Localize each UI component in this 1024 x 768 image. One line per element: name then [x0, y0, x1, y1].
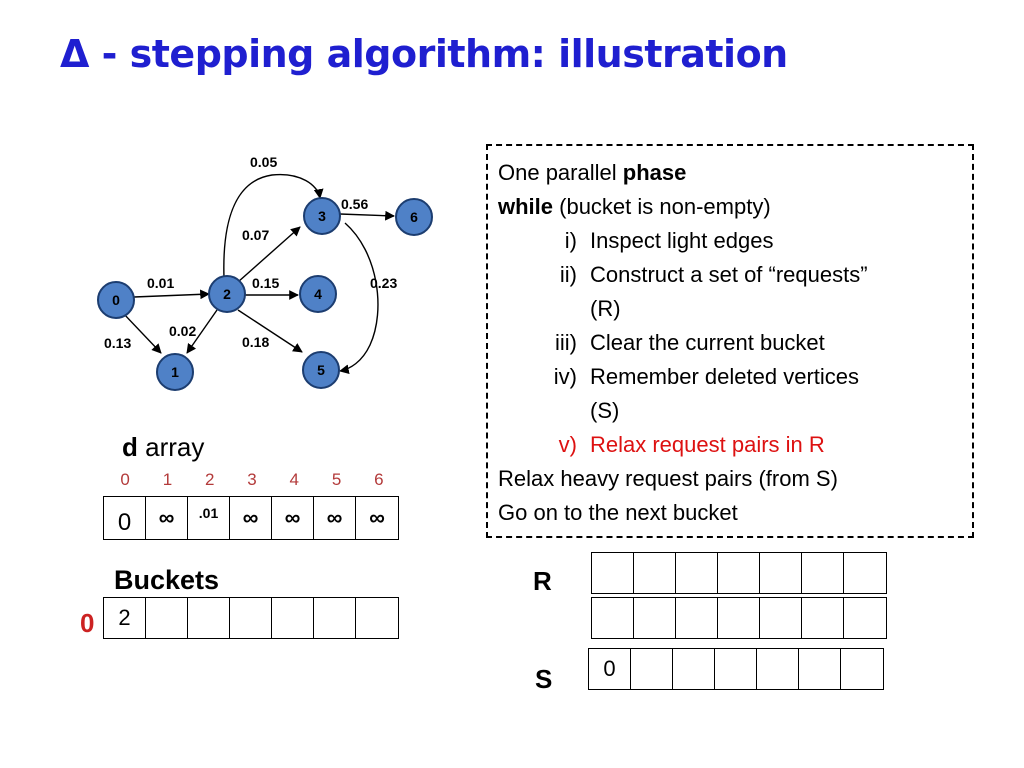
step-item-highlighted: v)Relax request pairs in R: [558, 432, 825, 457]
edge-2-5: [237, 309, 303, 353]
bucket-cell: [188, 598, 230, 638]
d-cell: ∞: [272, 497, 314, 539]
weight-2-4: 0.15: [252, 275, 279, 291]
r-cells-row1: [591, 552, 887, 594]
bucket-cell: [314, 598, 356, 638]
d-cell: 0: [104, 497, 146, 539]
r-label: R: [533, 566, 552, 596]
node-3: 3: [303, 197, 341, 235]
d-index: 0: [120, 470, 130, 489]
d-array-cells: 0 ∞ .01 ∞ ∞ ∞ ∞: [103, 496, 399, 540]
bucket-index: 0: [80, 608, 95, 638]
d-array-indices: 0 1 2 3 4 5 6: [104, 470, 400, 490]
r-cell: [718, 553, 760, 593]
r-cell: [592, 553, 634, 593]
s-cell: [799, 649, 841, 689]
d-cell: ∞: [230, 497, 272, 539]
edge-3-5: [339, 222, 379, 375]
edge-0-1: [122, 312, 162, 354]
r-cell: [844, 553, 886, 593]
weight-2-3-curved: 0.05: [250, 154, 277, 170]
s-cell: [841, 649, 883, 689]
phase-description-box: One parallel phase while (bucket is non-…: [486, 144, 974, 538]
r-cell: [802, 553, 844, 593]
weight-2-3-short: 0.07: [242, 227, 269, 243]
d-cell: ∞: [369, 505, 385, 530]
weight-0-1: 0.13: [104, 335, 131, 351]
svg-text:2: 2: [223, 286, 231, 302]
svg-text:5: 5: [317, 362, 325, 378]
s-cell: [715, 649, 757, 689]
s-cell: [757, 649, 799, 689]
bucket-cell: [146, 598, 188, 638]
weight-2-1: 0.02: [169, 323, 196, 339]
r-cell: [802, 598, 844, 638]
r-cell: [844, 598, 886, 638]
d-cell: ∞: [146, 497, 188, 539]
d-index: 2: [204, 470, 215, 489]
phase-line: One parallel phase: [498, 160, 687, 185]
node-1: 1: [156, 353, 194, 391]
r-cell: [676, 553, 718, 593]
s-cell: [673, 649, 715, 689]
r-cell: [592, 598, 634, 638]
r-cell: [760, 553, 802, 593]
step-continuation: (R): [590, 296, 621, 321]
while-line: while (bucket is non-empty): [498, 194, 771, 219]
d-index: 3: [247, 470, 257, 489]
next-bucket-line: Go on to the next bucket: [498, 500, 738, 525]
heavy-relax-line: Relax heavy request pairs (from S): [498, 466, 838, 491]
weight-3-5: 0.23: [370, 275, 397, 291]
r-cell: [718, 598, 760, 638]
edge-2-3-short: [237, 226, 301, 283]
bucket-cell: [272, 598, 314, 638]
r-cell: [760, 598, 802, 638]
node-5: 5: [302, 351, 340, 389]
r-cell: [634, 598, 676, 638]
edge-0-2: [133, 289, 210, 300]
d-array-label: d array: [122, 432, 205, 462]
node-2: 2: [208, 275, 246, 313]
svg-text:6: 6: [410, 209, 418, 225]
edge-2-3-curved: [223, 173, 324, 279]
d-cell: .01: [188, 497, 230, 539]
d-index: 5: [331, 470, 342, 489]
r-cell: [676, 598, 718, 638]
weight-3-6: 0.56: [341, 196, 368, 212]
svg-text:1: 1: [171, 364, 179, 380]
step-item: iii)Clear the current bucket: [555, 330, 825, 355]
bucket-cell: [230, 598, 272, 638]
node-0: 0: [97, 281, 135, 319]
weight-2-5: 0.18: [242, 334, 269, 350]
step-item: i)Inspect light edges: [564, 228, 774, 253]
s-label: S: [535, 664, 553, 694]
edge-3-6: [339, 210, 395, 221]
d-index: 6: [374, 470, 384, 489]
d-cell: ∞: [314, 497, 356, 539]
s-cell: [631, 649, 673, 689]
d-index: 1: [162, 470, 173, 489]
bucket-cells: 2: [103, 597, 399, 639]
edge-2-1: [186, 309, 218, 354]
svg-text:4: 4: [314, 286, 322, 302]
node-4: 4: [299, 275, 337, 313]
buckets-label: Buckets: [114, 565, 220, 595]
r-cells-row2: [591, 597, 887, 639]
step-item: ii)Construct a set of “requests”: [559, 262, 868, 287]
s-cells: 0: [588, 648, 884, 690]
d-index: 4: [289, 470, 299, 489]
bucket-cell: 2: [104, 598, 146, 638]
svg-text:3: 3: [318, 208, 326, 224]
node-6: 6: [395, 198, 433, 236]
slide-title: Δ - stepping algorithm: illustration: [60, 32, 788, 76]
graph-diagram: 0.13 0.01 0.02 0.07 0.05 0.15 0.18 0.56 …: [97, 154, 433, 391]
bucket-cell: [356, 598, 398, 638]
svg-text:0: 0: [112, 292, 120, 308]
weight-0-2: 0.01: [147, 275, 174, 291]
step-item: iv)Remember deleted vertices: [553, 364, 860, 389]
s-cell: 0: [589, 649, 631, 689]
step-continuation: (S): [590, 398, 620, 423]
r-cell: [634, 553, 676, 593]
